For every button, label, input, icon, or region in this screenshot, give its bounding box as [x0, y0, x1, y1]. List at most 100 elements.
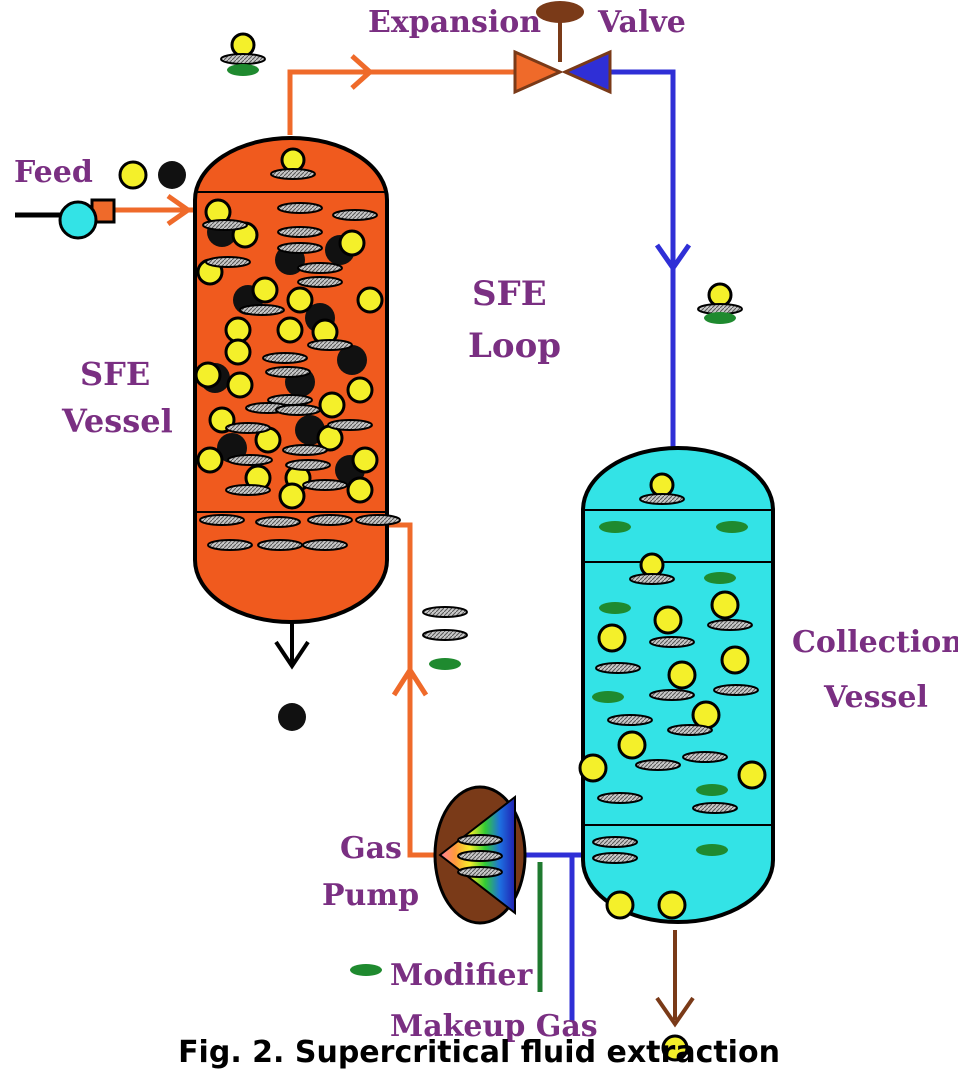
modifier-molecule — [704, 572, 736, 584]
label-collection-line1: Collection — [792, 625, 958, 660]
analyte-molecule — [224, 338, 252, 366]
gas-molecule — [707, 619, 753, 631]
product-analyte-icon — [661, 1034, 689, 1062]
gas-molecule — [277, 242, 323, 254]
analyte-molecule — [280, 147, 306, 173]
gas-molecule — [257, 539, 303, 551]
product-arrow — [655, 996, 695, 1028]
analyte-molecule — [351, 446, 379, 474]
analyte-molecule — [224, 316, 252, 344]
label-modifier: Modifier — [390, 958, 533, 993]
sfe-vessel — [193, 136, 401, 624]
gas-molecule — [682, 751, 728, 763]
label-sfe-vessel-line1: SFE — [80, 355, 150, 393]
flow-arrow-down — [654, 243, 692, 273]
gas-molecule — [285, 459, 331, 471]
modifier-molecule — [704, 312, 736, 324]
gas-molecule — [457, 850, 503, 862]
gas-molecule — [205, 256, 251, 268]
gas-molecule — [457, 866, 503, 878]
pipe-valve-to-collection — [610, 69, 676, 470]
analyte-molecule — [251, 276, 279, 304]
gas-molecule — [649, 689, 695, 701]
gas-molecule — [457, 834, 503, 846]
analyte-molecule — [617, 730, 647, 760]
feed-matrix-icon — [158, 161, 186, 189]
label-feed: Feed — [14, 155, 93, 190]
gas-molecule — [199, 514, 245, 526]
analyte-molecule — [346, 476, 374, 504]
gas-molecule — [592, 836, 638, 848]
gas-molecule — [207, 539, 253, 551]
analyte-molecule — [657, 890, 687, 920]
analyte-molecule — [578, 753, 608, 783]
gas-molecule — [225, 484, 271, 496]
modifier-molecule — [696, 844, 728, 856]
modifier-molecule — [592, 691, 624, 703]
analyte-molecule — [194, 361, 222, 389]
gas-molecule — [422, 629, 468, 641]
analyte-molecule — [653, 605, 683, 635]
label-gas-pump-line1: Gas — [340, 831, 402, 866]
gas-molecule — [297, 276, 343, 288]
gas-molecule — [422, 606, 468, 618]
analyte-molecule — [338, 229, 366, 257]
residue-matrix-icon — [278, 703, 306, 731]
analyte-molecule — [710, 590, 740, 620]
modifier-molecule — [227, 64, 259, 76]
gas-molecule — [225, 422, 271, 434]
gas-molecule — [262, 352, 308, 364]
feed-arrow — [166, 193, 193, 227]
gas-molecule — [639, 493, 685, 505]
gas-molecule — [629, 573, 675, 585]
collection-vessel — [578, 446, 775, 924]
feed-pump-icon — [58, 198, 116, 240]
gas-pump — [433, 785, 527, 925]
analyte-molecule — [286, 286, 314, 314]
gas-molecule — [692, 802, 738, 814]
label-sfe-vessel-line2: Vessel — [61, 402, 173, 440]
analyte-molecule — [278, 482, 306, 510]
gas-molecule — [277, 226, 323, 238]
label-gas-pump-line2: Pump — [322, 878, 419, 913]
gas-molecule — [355, 514, 401, 526]
modifier-molecule — [716, 521, 748, 533]
analyte-molecule — [318, 391, 346, 419]
modifier-molecule — [429, 658, 461, 670]
modifier-molecule — [599, 602, 631, 614]
gas-molecule — [595, 662, 641, 674]
gas-molecule — [327, 419, 373, 431]
gas-molecule — [713, 684, 759, 696]
gas-molecule — [227, 454, 273, 466]
analyte-molecule — [346, 376, 374, 404]
gas-molecule — [270, 168, 316, 180]
analyte-molecule — [226, 371, 254, 399]
gas-molecule — [239, 304, 285, 316]
gas-molecule — [202, 219, 248, 231]
gas-molecule — [220, 53, 266, 65]
label-sfe-loop-line1: SFE — [472, 274, 547, 314]
gas-molecule — [667, 724, 713, 736]
label-makeup-gas: Makeup Gas — [390, 1009, 598, 1044]
residue-arrow — [274, 640, 310, 670]
gas-molecule — [635, 759, 681, 771]
gas-molecule — [275, 404, 321, 416]
analyte-molecule — [707, 282, 733, 308]
analyte-molecule — [639, 552, 665, 578]
analyte-molecule — [196, 446, 224, 474]
gas-molecule — [302, 539, 348, 551]
label-expansion: Expansion — [368, 5, 541, 40]
feed-analyte-icon — [118, 160, 148, 190]
pipe-vessel-to-valve — [287, 69, 515, 135]
gas-molecule — [255, 516, 301, 528]
matrix-particle — [337, 345, 367, 375]
analyte-molecule — [605, 890, 635, 920]
analyte-molecule — [691, 700, 721, 730]
modifier-molecule — [599, 521, 631, 533]
analyte-molecule — [720, 645, 750, 675]
analyte-molecule — [356, 286, 384, 314]
gas-molecule — [592, 852, 638, 864]
gas-molecule — [307, 514, 353, 526]
flow-arrow-up — [391, 665, 429, 697]
